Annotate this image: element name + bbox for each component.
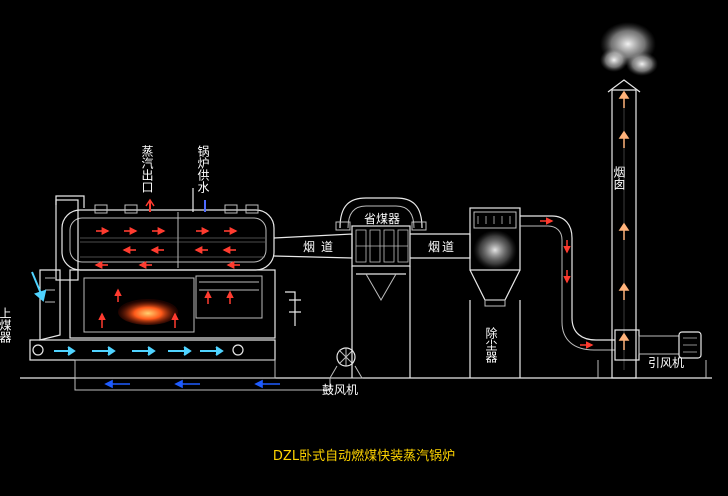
economizer-unit: [335, 197, 427, 378]
duct-to-induced-fan: [520, 215, 615, 351]
flue-right-label: 烟道: [428, 240, 456, 254]
boiler-tube-lines: [80, 237, 265, 258]
feed-water-label: 锅炉供水: [196, 144, 210, 193]
dust-collector-label: 除尘器: [484, 326, 498, 364]
chimney-stack: [607, 79, 641, 379]
dust-collector-unit: [469, 207, 521, 378]
grate-air-arrows: [54, 346, 224, 356]
underground-duct: [74, 378, 331, 391]
steam-outlet-pipe: [145, 198, 155, 212]
furnace-fire: [118, 299, 178, 325]
steam-outlet-label: 蒸汽出口: [140, 145, 154, 193]
coal-hopper-label: 上煤器: [0, 307, 12, 344]
chimney-smoke: [600, 22, 658, 76]
furnace-up-arrows: [98, 288, 234, 328]
boiler-flue-arrows: [94, 227, 240, 269]
economizer-label: 省煤器: [364, 212, 400, 226]
flue-left-label: 烟道: [303, 240, 339, 254]
blower-label: 鼓风机: [322, 383, 358, 397]
boiler-body: [29, 195, 301, 379]
blower-fan: [329, 347, 363, 379]
induced-fan-unit: [597, 329, 707, 378]
feed-water-pipe: [192, 188, 206, 212]
chimney-label: 烟囱: [612, 166, 626, 190]
coal-feed-arrow: [31, 271, 47, 302]
induced-fan-label: 引风机: [648, 356, 684, 370]
diagram-title: DZL卧式自动燃煤快装蒸汽锅炉: [273, 448, 455, 464]
